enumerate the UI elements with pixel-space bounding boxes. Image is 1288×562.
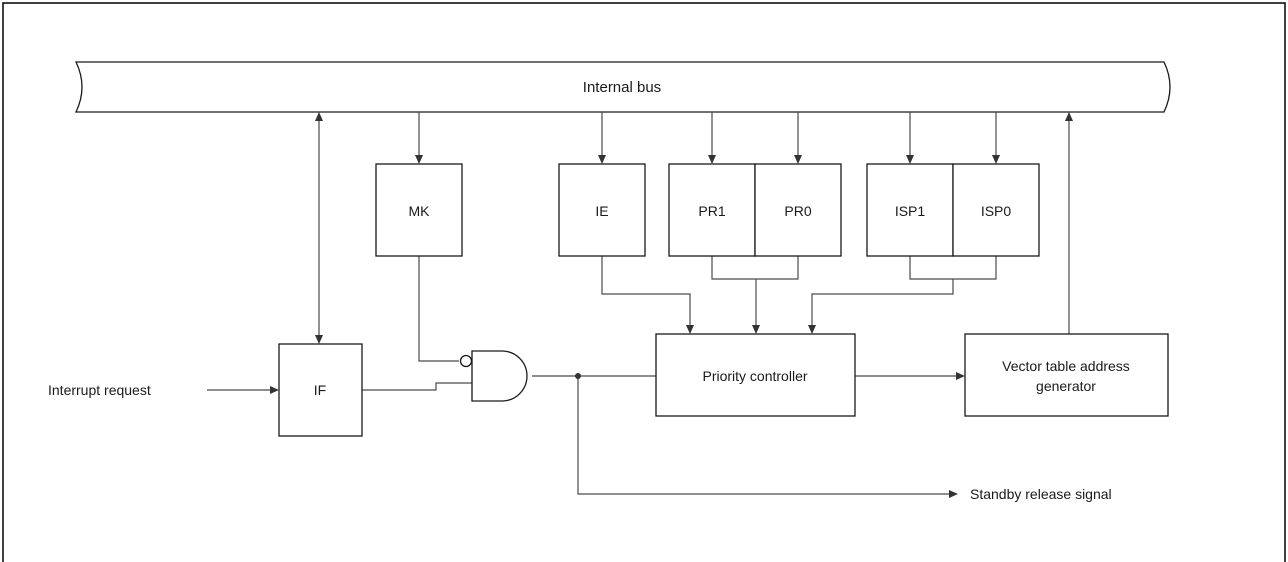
isp1-block: ISP1 [866,163,954,257]
arrowheads [270,112,1073,498]
standby-release-label: Standby release signal [970,486,1112,502]
arrow-down-if [315,335,323,344]
isp-priority-line [811,279,954,327]
pr0-label: PR0 [784,203,811,219]
inverter-bubble [459,354,473,368]
vector-generator-label-line2: generator [1036,378,1096,394]
arrow-down-isp1 [906,155,914,164]
arrow-request-if [270,386,279,394]
mk-block: MK [375,163,463,257]
ie-block: IE [558,163,646,257]
ie-priority-line [601,256,691,327]
and-gate-body [471,350,528,402]
arrow-isp-priority [808,325,816,334]
internal-bus: Internal bus [74,61,1171,113]
if-gate-line [362,382,472,391]
arrow-up-if-bus [315,112,323,121]
isp1-label: ISP1 [895,203,926,219]
connection-lines [207,112,1070,495]
if-block: IF [278,343,363,437]
isp0-block: ISP0 [952,163,1040,257]
pr1-block: PR1 [668,163,756,257]
arrow-down-pr0 [794,155,802,164]
isp0-label: ISP0 [981,203,1012,219]
arrow-down-pr1 [708,155,716,164]
arrow-priority-vector [956,372,965,380]
interrupt-request-label: Interrupt request [48,382,151,398]
mk-label: MK [409,203,431,219]
arrow-down-isp0 [992,155,1000,164]
arrow-pr-priority [752,325,760,334]
arrow-ie-priority [686,325,694,334]
if-label: IF [314,382,326,398]
arrow-down-ie [598,155,606,164]
mk-gate-line [418,256,459,362]
internal-bus-label: Internal bus [583,79,661,96]
pr1-label: PR1 [698,203,725,219]
vector-generator-label-line1: Vector table address [1002,358,1130,374]
priority-controller-label: Priority controller [702,368,807,384]
junction-dot [575,373,581,379]
standby-release-line [577,376,950,495]
isp-merge-line [909,256,997,280]
arrow-down-mk [415,155,423,164]
vector-generator-block: Vector table address generator [964,333,1169,417]
arrow-vector-bus [1065,112,1073,121]
pr0-block: PR0 [754,163,842,257]
arrow-standby-release [949,490,958,498]
priority-controller-block: Priority controller [655,333,856,417]
pr-merge-line [711,256,799,280]
ie-label: IE [595,203,608,219]
and-gate [459,350,528,402]
